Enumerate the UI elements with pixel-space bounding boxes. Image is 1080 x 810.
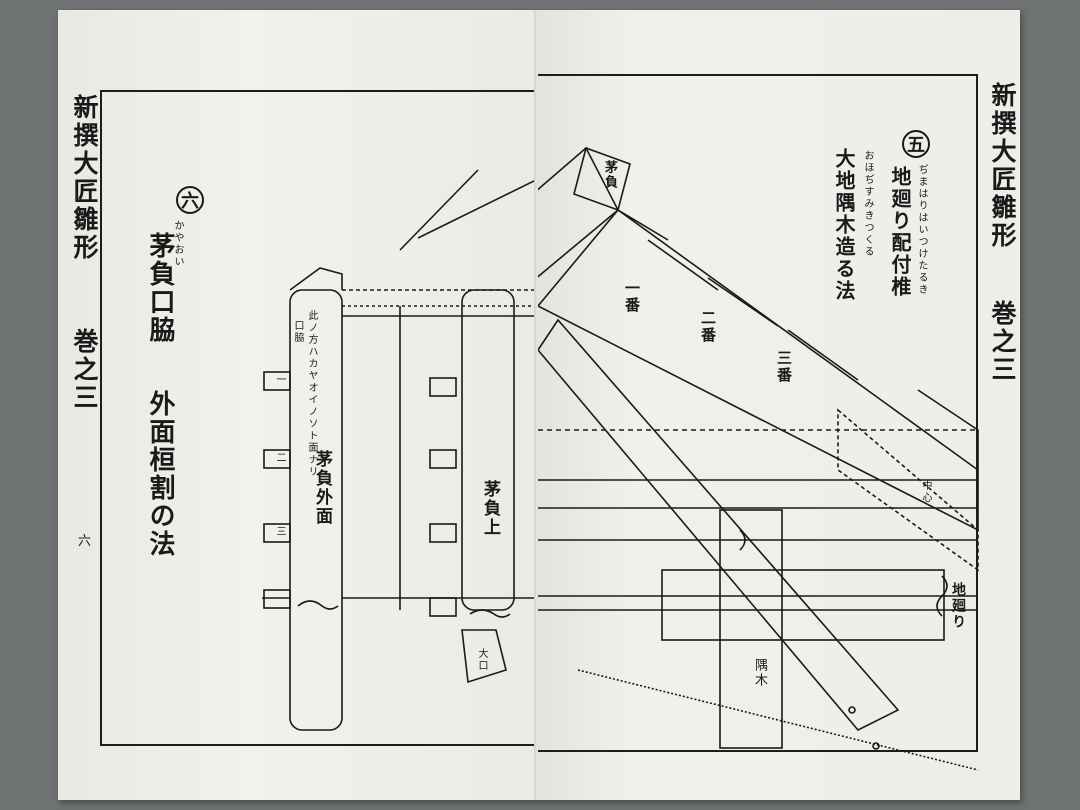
corner-beam-strip bbox=[538, 208, 979, 532]
left-page: 新撰大匠雛形 巻之三 六 六 かやおい 茅負口脇 外面 桓割の法 bbox=[58, 10, 536, 800]
mark-1: 一 bbox=[274, 374, 285, 386]
heading-line-3: 桓割の法 bbox=[145, 446, 175, 558]
top-border bbox=[100, 90, 536, 92]
rafter-strip-1 bbox=[289, 289, 343, 731]
rafter-strip-2 bbox=[461, 289, 515, 611]
label-center: 中心 bbox=[920, 480, 931, 504]
label-corner-beam: 隅木 bbox=[752, 658, 767, 688]
mark-2: 二 bbox=[274, 452, 285, 464]
right-page: 新撰大匠雛形 巻之三 五 ぢまはりはいつけたるき 地廻り配付椎 おほぢすみきつく… bbox=[538, 10, 1020, 800]
folio-number: 六 bbox=[78, 534, 92, 549]
book-title-column: 新撰大匠雛形 bbox=[988, 82, 1017, 250]
open-book: 新撰大匠雛形 巻之三 六 六 かやおい 茅負口脇 外面 桓割の法 bbox=[58, 10, 1020, 800]
book-gutter bbox=[534, 10, 540, 800]
furigana-1: かやおい bbox=[172, 220, 183, 268]
rafter-cap-1 bbox=[289, 267, 343, 291]
right-border bbox=[976, 74, 978, 752]
volume-label: 巻之三 bbox=[70, 328, 99, 412]
label-column-1: 一番 bbox=[623, 280, 641, 314]
furigana-2: おほぢすみきつくる bbox=[862, 150, 873, 258]
label-big-mouth: 大口 bbox=[476, 648, 487, 672]
mouth-block bbox=[461, 629, 507, 684]
bottom-border bbox=[538, 750, 978, 752]
section-number-badge: 六 bbox=[176, 186, 204, 214]
label-top: 茅負上 bbox=[480, 480, 500, 537]
book-title-column: 新撰大匠雛形 bbox=[70, 94, 99, 262]
furigana-1: ぢまはりはいつけたるき bbox=[916, 164, 927, 296]
heading-line-1: 地廻り配付椎 bbox=[888, 166, 912, 298]
label-mouth: 口脇 bbox=[292, 320, 303, 344]
bottom-border bbox=[100, 744, 536, 746]
label-outer-face: 茅負外面 bbox=[312, 450, 332, 526]
mark-3: 三 bbox=[274, 526, 285, 538]
top-border bbox=[538, 74, 978, 76]
label-ground-line: 地廻り bbox=[950, 582, 966, 630]
heading-line-1: 茅負口脇 bbox=[145, 232, 175, 344]
left-border bbox=[100, 90, 102, 746]
heading-line-2: 大地隅木造る法 bbox=[832, 148, 856, 302]
label-note: 此ノ方ハカヤオイノソト面ナリ bbox=[306, 310, 317, 478]
left-diagram bbox=[262, 169, 536, 731]
label-column-2: 二番 bbox=[699, 310, 717, 344]
label-column-3: 三番 bbox=[775, 350, 793, 384]
label-top: 茅負 bbox=[602, 160, 617, 190]
volume-label: 巻之三 bbox=[988, 300, 1017, 384]
right-diagram bbox=[538, 146, 979, 771]
section-number-badge: 五 bbox=[902, 130, 930, 158]
heading-line-2: 外面 bbox=[145, 390, 175, 446]
